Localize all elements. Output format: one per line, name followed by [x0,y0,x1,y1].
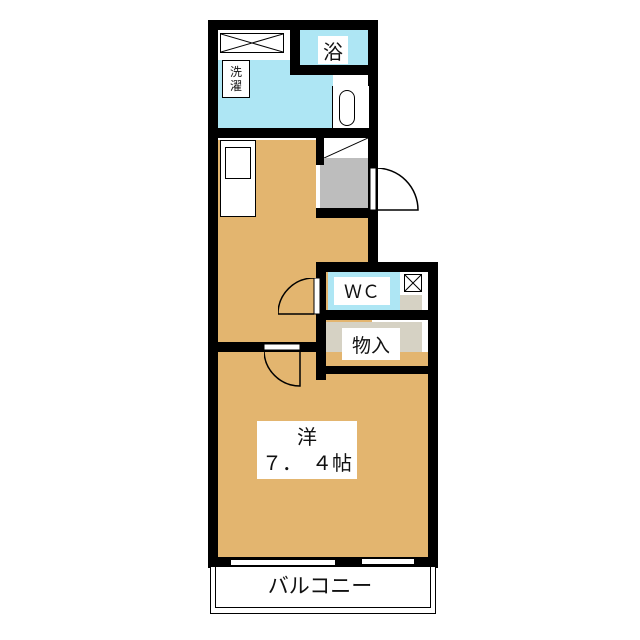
wall-left [208,20,218,568]
wall-closet-bottom [316,208,378,218]
bath-label: 浴 [318,36,348,64]
entrance-door [370,168,419,211]
wall-closet-left [316,138,324,165]
balcony [210,567,436,614]
kitchen-counter [220,140,256,217]
bathtub [332,86,369,128]
wall-top [208,20,378,30]
wc-vent-box [404,274,422,292]
wall-wc-top [316,262,432,272]
wall-bath-left [290,30,300,75]
wall-wc-bottom [316,310,428,320]
western-room-label: 洋 ７． ４帖 [257,421,357,479]
washer-label-line1: 洗 [229,65,242,79]
closet [320,158,368,210]
western-room-type: 洋 [297,425,317,449]
wall-wc-left [316,262,326,380]
closet-top-box [324,138,368,158]
balcony-label: バルコニー [267,574,373,598]
wall-storage-bottom [316,366,428,374]
wc-label: ＷＣ [334,277,390,305]
storage-label: 物入 [342,328,400,360]
washer-label-line2: 濯 [229,79,242,93]
room-door [264,344,301,387]
side-window [362,559,414,564]
wall-bath-bottom [290,65,368,75]
wall-right-lower [428,262,438,568]
western-room-size: ７． ４帖 [262,451,352,475]
wc-door [278,278,321,315]
washer-label: 洗 濯 [222,60,250,98]
shelf-box [220,33,284,53]
wall-wash-bottom [208,128,378,138]
wc-side [400,295,422,313]
balcony-window [230,559,336,566]
wall-right-upper [368,20,378,132]
